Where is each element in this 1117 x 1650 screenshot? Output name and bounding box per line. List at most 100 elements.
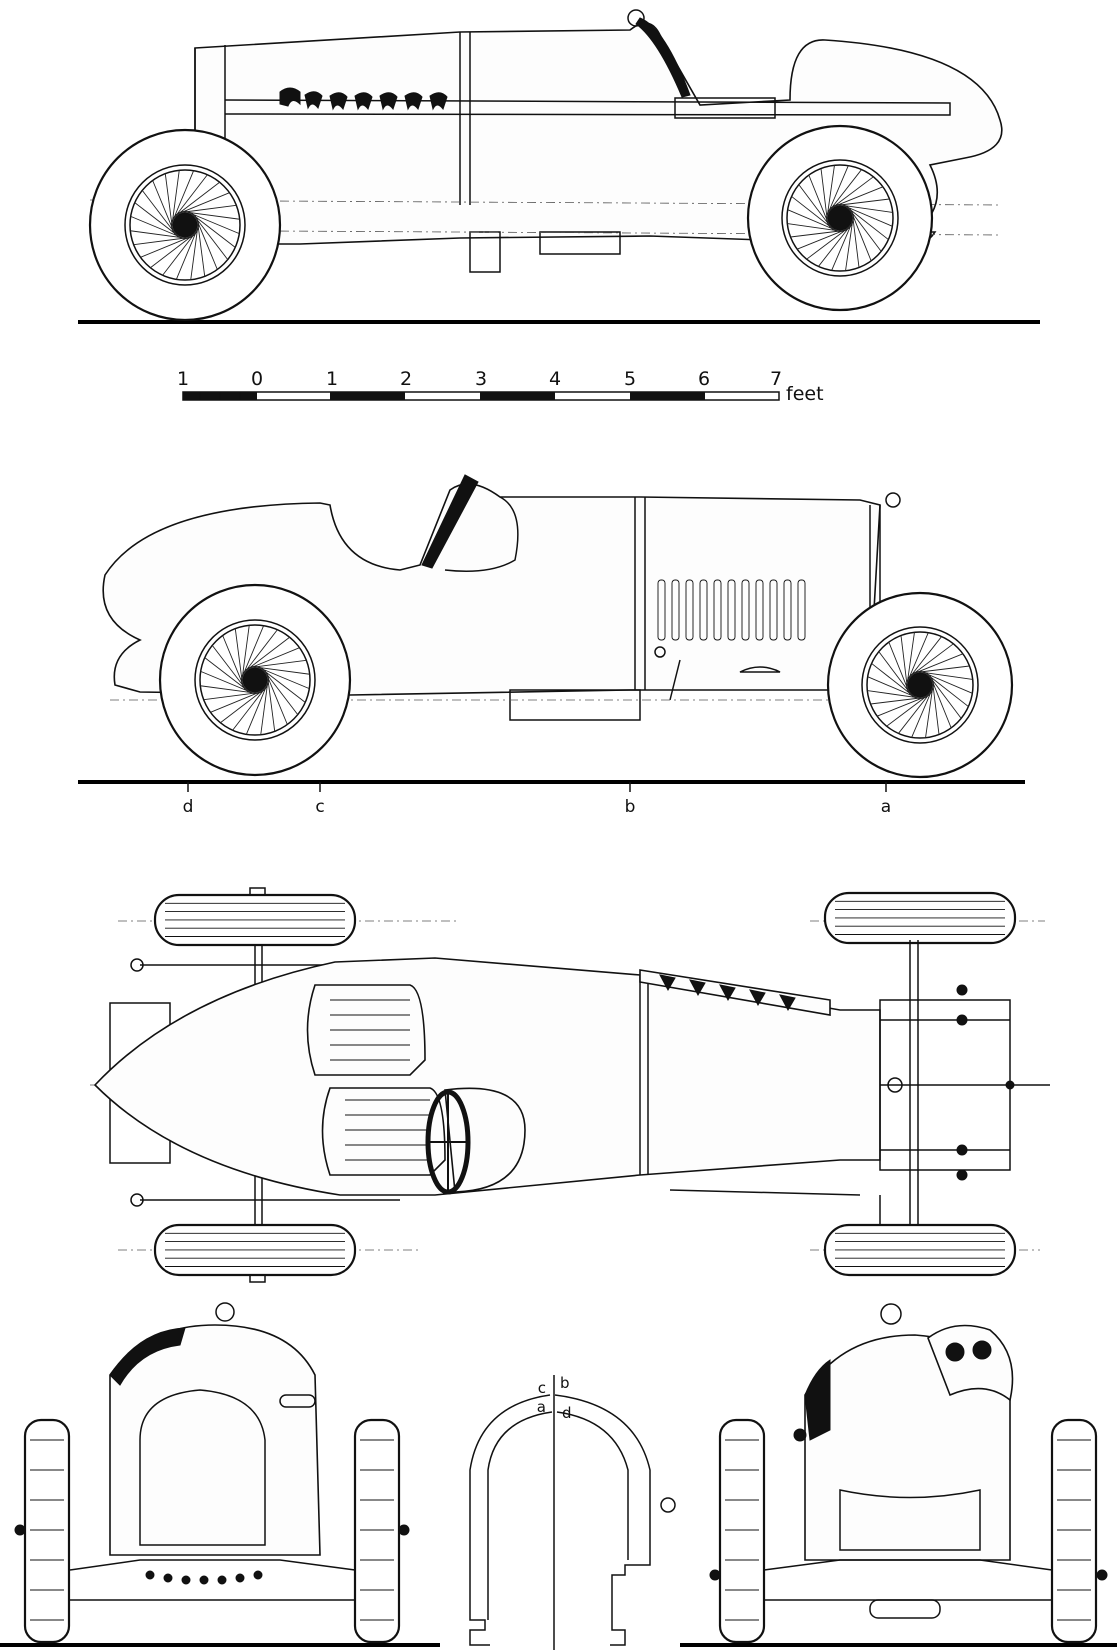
wheel-spoke — [172, 181, 220, 219]
scale-bar: 1 0 1 2 3 4 5 6 7 feet — [177, 368, 824, 405]
wheel-spoke — [181, 211, 240, 220]
wheel-spoke — [130, 215, 186, 240]
body-seam — [634, 497, 646, 690]
differential — [869, 1599, 941, 1619]
side-view-right: d c b a — [78, 474, 1025, 817]
section-profile-outer — [469, 1394, 651, 1646]
wheel-spoke — [191, 212, 229, 260]
wheel-spoke — [931, 677, 940, 735]
wheel-spoke — [220, 686, 268, 724]
wheel-spoke — [240, 625, 265, 681]
wheel-spoke — [261, 667, 299, 715]
tread-lines — [165, 900, 1005, 1267]
scale-label: 2 — [400, 368, 412, 390]
scale-label: 4 — [549, 368, 561, 390]
plan-view — [90, 887, 1050, 1283]
wheel-spoke — [264, 669, 288, 725]
wheel-spoke — [242, 636, 290, 674]
wheel-spoke — [171, 174, 208, 222]
wheel-spoke — [241, 629, 278, 677]
scale-label: 7 — [770, 368, 782, 390]
wheel-spoke — [260, 676, 269, 735]
wheel-spoke — [175, 224, 200, 280]
front-axle — [69, 1559, 356, 1601]
front-wheel — [88, 128, 282, 322]
wheel-spoke — [174, 192, 230, 216]
exhaust-stub — [279, 1394, 316, 1408]
rear-tyre-left — [718, 1418, 766, 1644]
wheel-spoke — [196, 217, 206, 277]
wheel-spoke — [203, 691, 263, 701]
cross-members — [880, 1019, 1010, 1151]
radiator-bolts — [145, 1570, 263, 1585]
wheel-spoke — [141, 190, 179, 238]
windscreen — [635, 17, 691, 98]
front-axle — [909, 940, 919, 1225]
drag-link — [669, 1189, 881, 1225]
wheel-spoke — [845, 214, 854, 271]
wheel-spoke — [210, 689, 266, 713]
section-label: b — [560, 1374, 570, 1392]
scale-label: 0 — [251, 368, 263, 390]
wheel-spoke — [194, 214, 218, 270]
filler-cap — [880, 1303, 902, 1325]
wheel-spoke — [254, 665, 310, 690]
wheel-spoke — [258, 666, 306, 703]
wheel-spoke — [177, 204, 237, 214]
scale-label: 1 — [177, 368, 189, 390]
steering-wheel-icon — [425, 1089, 471, 1195]
wheel-spoke — [188, 211, 236, 248]
wheel-spoke — [251, 666, 310, 675]
bonnet-louvres — [657, 579, 806, 641]
rear-tyre-right — [1050, 1418, 1098, 1644]
windscreen — [421, 474, 479, 569]
wheel-spoke — [234, 628, 244, 688]
wheel-spoke — [244, 647, 300, 671]
scale-label: 6 — [698, 368, 710, 390]
side-view-left — [78, 9, 1040, 324]
station-label: c — [315, 797, 324, 817]
cockpit-cowl — [444, 496, 519, 572]
silencer — [674, 97, 776, 119]
wheel-spoke — [140, 234, 196, 258]
wheel-spoke — [200, 670, 256, 695]
tail-shadow — [804, 1359, 831, 1441]
radiator-grille — [139, 1389, 266, 1546]
section-label: c — [538, 1379, 546, 1397]
gear-lever — [669, 659, 681, 701]
gearbox — [509, 689, 641, 721]
wheel-spoke — [152, 180, 176, 236]
fuel-tank — [839, 1489, 981, 1551]
wheel-spoke — [247, 659, 307, 669]
station-label: a — [881, 797, 891, 817]
wheel-spoke — [134, 202, 182, 239]
scale-label: 5 — [624, 368, 636, 390]
wheel-spoke — [130, 230, 189, 239]
wheel-spoke — [133, 236, 193, 246]
body-seam — [459, 32, 471, 205]
wheel-spoke — [190, 221, 199, 280]
rear-view — [680, 1303, 1117, 1647]
exhaust-pipe — [224, 99, 951, 116]
front-tyre-right — [353, 1418, 401, 1644]
sump — [469, 231, 501, 273]
exhaust-louvres — [659, 974, 796, 1012]
wheel-spoke — [851, 210, 860, 268]
wheel-spoke — [222, 635, 246, 691]
cowl-shadow — [109, 1327, 186, 1386]
section-view: c b a d — [469, 1374, 676, 1650]
wheel-spoke — [162, 228, 199, 276]
wheel-spoke — [211, 645, 249, 693]
wheel-spoke — [200, 685, 259, 694]
wheel-spoke — [170, 170, 195, 226]
filler-cap — [215, 1302, 235, 1322]
wheel-spoke — [150, 231, 198, 269]
section-label: d — [562, 1404, 572, 1422]
driver-headrest — [927, 1324, 1014, 1402]
frame-rails — [140, 964, 400, 1201]
gearbox — [539, 231, 621, 255]
wheel-spoke — [184, 210, 240, 235]
wheel-spoke — [204, 657, 252, 694]
rear-wheel — [158, 583, 352, 777]
